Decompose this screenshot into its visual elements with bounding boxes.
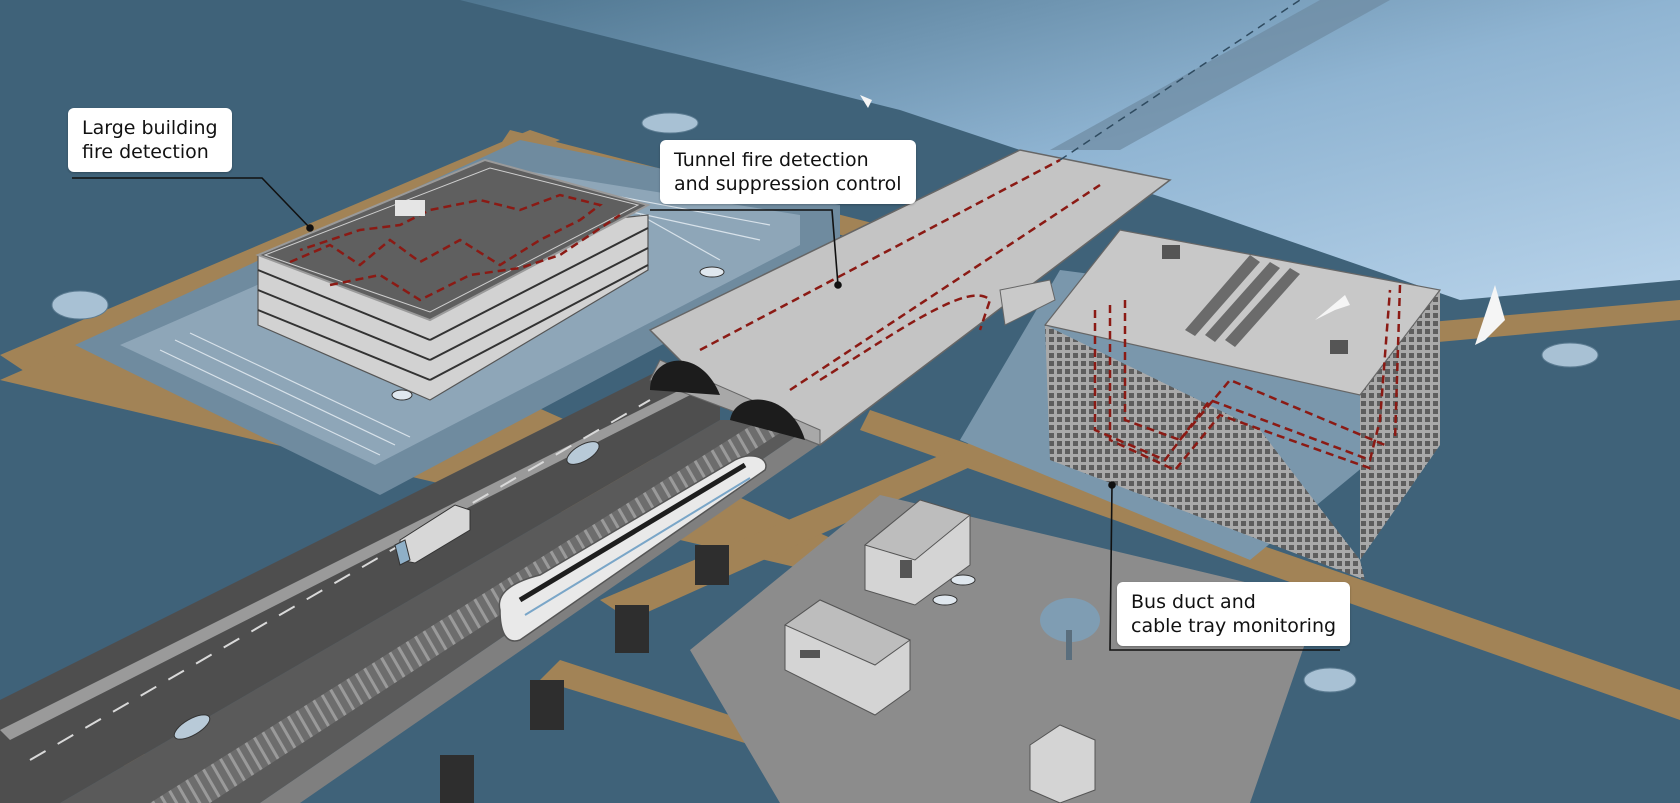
office-building	[1043, 229, 1442, 580]
callout-building-line1: Large building	[82, 117, 218, 139]
vehicles	[173, 266, 976, 740]
tree	[1040, 598, 1100, 660]
birds	[860, 95, 1505, 345]
distant-bridge	[1050, 0, 1390, 150]
high-speed-train	[498, 455, 767, 642]
callout-building-line2: fire detection	[82, 141, 209, 163]
small-buildings	[783, 499, 1096, 803]
tunnel-structure	[648, 0, 1301, 446]
callout-tunnel-line2: and suppression control	[674, 173, 902, 195]
lower-lot	[690, 495, 1320, 803]
callout-busduct-line1: Bus duct and	[1131, 591, 1256, 613]
callout-tunnel: Tunnel fire detection and suppression co…	[660, 140, 916, 204]
callout-busduct-line2: cable tray monitoring	[1131, 615, 1337, 637]
callout-large-building: Large building fire detection	[68, 108, 232, 172]
callout-tunnel-line1: Tunnel fire detection	[674, 149, 869, 171]
callout-leaders	[72, 177, 1340, 651]
callout-bus-duct: Bus duct and cable tray monitoring	[1117, 582, 1351, 646]
parking-garage	[255, 158, 651, 401]
clouds	[51, 112, 1599, 693]
